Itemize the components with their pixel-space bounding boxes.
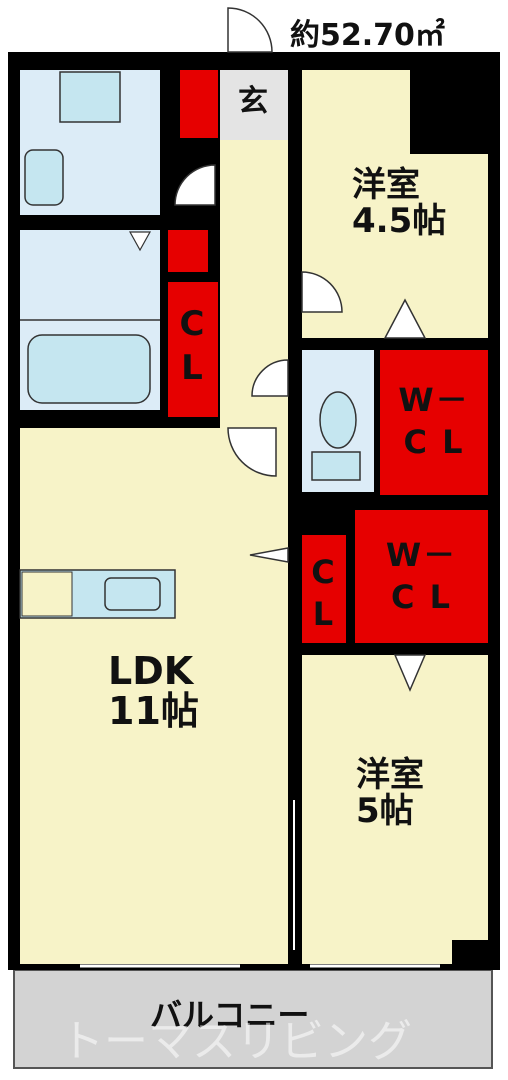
sliding-arrow-4 xyxy=(128,231,152,252)
western-room-1-label: 洋室 4.5帖 xyxy=(352,165,447,241)
western-room-2-floor xyxy=(302,655,488,940)
toilet-door xyxy=(251,359,289,397)
ldk-name: LDK xyxy=(108,649,194,693)
closet-small xyxy=(168,230,208,272)
closet-1 xyxy=(168,282,218,417)
western-room-2-name: 洋室 xyxy=(356,755,424,795)
closet-1-label: C L xyxy=(168,302,218,390)
walkin-closet-1-line2: C L xyxy=(403,422,465,461)
walkin-closet-2-line2: C L xyxy=(390,577,452,616)
walkin-closet-2-label: W－ C L xyxy=(355,535,488,618)
closet-2-line1: C xyxy=(311,553,337,591)
entrance-floor xyxy=(220,70,288,140)
entrance-door xyxy=(227,7,273,53)
hallway-floor-lower xyxy=(220,405,288,430)
washbasin xyxy=(59,71,121,123)
western-room-2-size: 5帖 xyxy=(356,790,414,831)
walkin-closet-1-line1: W－ xyxy=(398,381,470,419)
walkin-closet-1-label: W－ C L xyxy=(380,380,488,463)
entrance-label: 玄 xyxy=(238,84,268,119)
closet-1-line2: L xyxy=(181,348,205,389)
toilet-tank xyxy=(311,451,361,481)
bathtub xyxy=(27,334,151,404)
washing-machine xyxy=(24,149,64,206)
closet-2 xyxy=(302,535,346,643)
walkin-closet-2 xyxy=(355,510,488,643)
western-room-2-floor-lower xyxy=(302,930,452,964)
western-room-2-label: 洋室 5帖 xyxy=(356,755,424,831)
kitchen-stove xyxy=(21,571,73,617)
closet-2-line2: L xyxy=(312,594,336,633)
western-room-1-corner-wall xyxy=(410,70,488,154)
ldk-label: LDK 11帖 xyxy=(108,649,199,733)
western-room-1-door xyxy=(301,271,343,313)
balcony-label: バルコニー xyxy=(150,996,310,1034)
sliding-arrow-2 xyxy=(393,654,427,692)
floor-area: 約52.70㎡ xyxy=(290,18,445,53)
western-room-1-name: 洋室 xyxy=(352,165,420,205)
western-room-1-size: 4.5帖 xyxy=(352,200,447,241)
ldk-size: 11帖 xyxy=(108,688,199,733)
ldk-floor xyxy=(20,428,288,964)
kitchen-sink xyxy=(104,577,161,611)
washroom-door xyxy=(174,164,216,206)
walkin-closet-1 xyxy=(380,350,488,495)
closet-2-label: C L xyxy=(302,552,346,635)
ldk-door xyxy=(227,427,277,477)
shoe-closet xyxy=(180,70,218,138)
watermark: トーマスリビング xyxy=(60,1016,412,1067)
walkin-closet-2-line1: W－ xyxy=(385,536,458,574)
closet-1-line1: C xyxy=(179,304,207,344)
sliding-arrow-3 xyxy=(249,547,289,563)
toilet-bowl xyxy=(319,391,357,449)
sliding-arrow-1 xyxy=(383,298,427,339)
balcony-area xyxy=(13,969,493,1069)
